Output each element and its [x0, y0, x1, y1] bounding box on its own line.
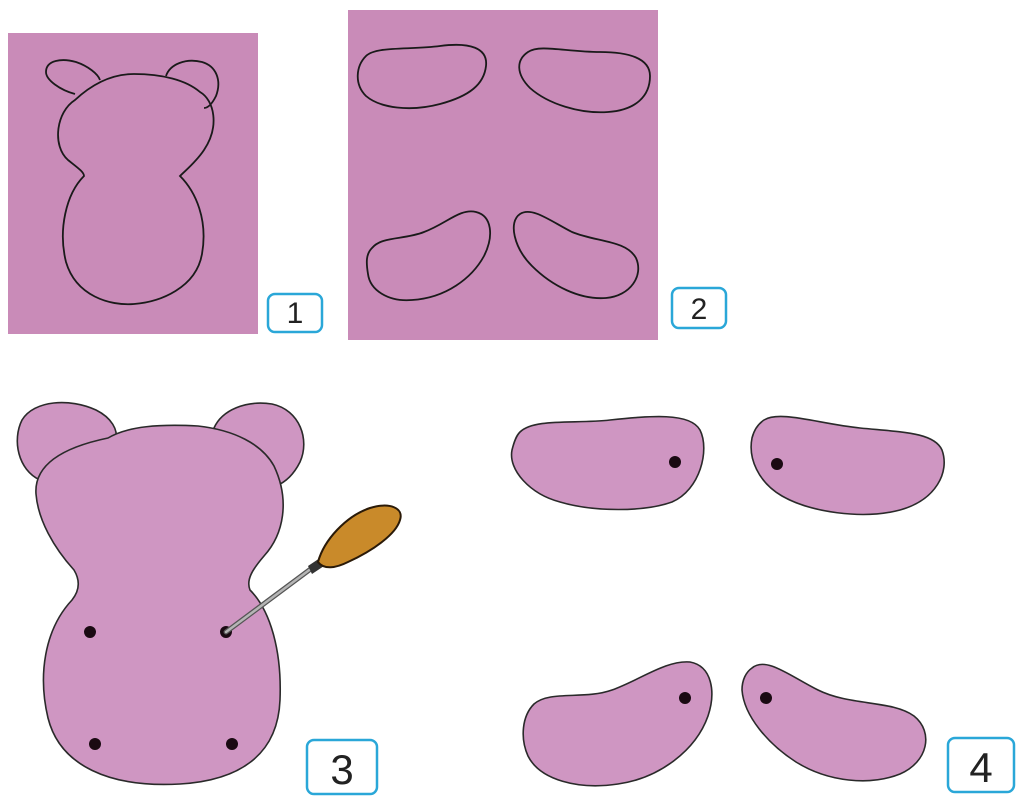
step-4-panel: 4 [512, 416, 1014, 792]
limb-hole-bottom-right [760, 692, 772, 704]
punch-hole-lower-right [226, 738, 238, 750]
step-3-panel: 3 [17, 403, 400, 794]
limb-piece-bottom-right [742, 664, 926, 780]
punch-hole-upper-left [84, 626, 96, 638]
awl-handle [318, 506, 401, 568]
step-badge-3: 3 [307, 740, 377, 794]
limb-hole-top-left [669, 456, 681, 468]
step-number-2: 2 [691, 293, 708, 326]
felt-sheet-2 [348, 10, 658, 340]
limb-hole-bottom-left [679, 692, 691, 704]
bear-body-shape [36, 425, 283, 784]
step-badge-4: 4 [948, 738, 1014, 792]
felt-sheet-1 [8, 33, 258, 334]
step-number-1: 1 [287, 297, 304, 330]
step-number-3: 3 [330, 746, 353, 793]
punch-hole-lower-left [89, 738, 101, 750]
step-1-panel: 1 [8, 33, 322, 334]
step-2-panel: 2 [348, 10, 726, 340]
bear-body-cutout [17, 403, 303, 785]
step-number-4: 4 [969, 744, 992, 791]
step-badge-2: 2 [672, 288, 726, 328]
step-badge-1: 1 [268, 294, 322, 332]
limb-hole-top-right [771, 458, 783, 470]
limb-piece-bottom-left [523, 662, 712, 786]
